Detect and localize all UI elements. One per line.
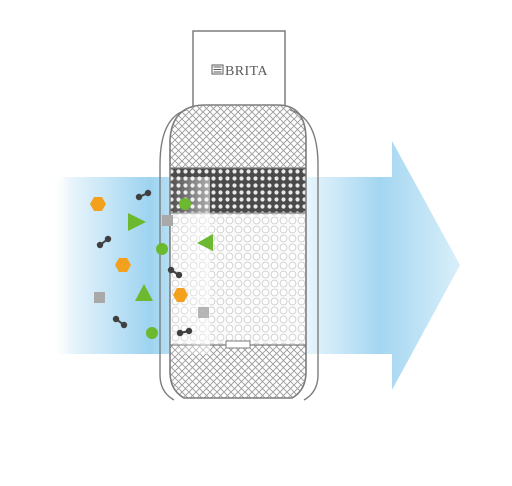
cartridge-cap [192, 30, 286, 108]
green-triangle-icon [128, 213, 146, 231]
cartridge-rail-right [289, 109, 319, 401]
cartridge-rail-left [159, 109, 187, 401]
gray-square-icon [198, 307, 209, 318]
green-circle-icon [156, 243, 168, 255]
upper-mesh-layer [170, 105, 306, 168]
impurity-particles [90, 189, 213, 339]
green-circle-icon [146, 327, 158, 339]
gray-square-icon [94, 292, 105, 303]
brita-logo-icon [211, 64, 224, 75]
orange-hexagon-icon [90, 197, 106, 211]
green-triangle-icon [197, 234, 213, 251]
dark-molecule-icon [112, 315, 128, 329]
dark-molecule-icon [167, 266, 183, 279]
green-circle-icon [179, 198, 191, 210]
dark-molecule-icon [135, 189, 152, 201]
flow-arrow [300, 141, 460, 390]
orange-hexagon-icon [115, 258, 131, 272]
orange-hexagon-icon [173, 288, 188, 302]
gray-square-icon [162, 215, 173, 226]
dark-molecule-icon [176, 327, 193, 337]
dark-molecule-icon [96, 235, 112, 249]
cartridge-shell [169, 104, 307, 399]
green-triangle-icon [135, 284, 153, 301]
brand-name: BRITA [225, 64, 268, 79]
